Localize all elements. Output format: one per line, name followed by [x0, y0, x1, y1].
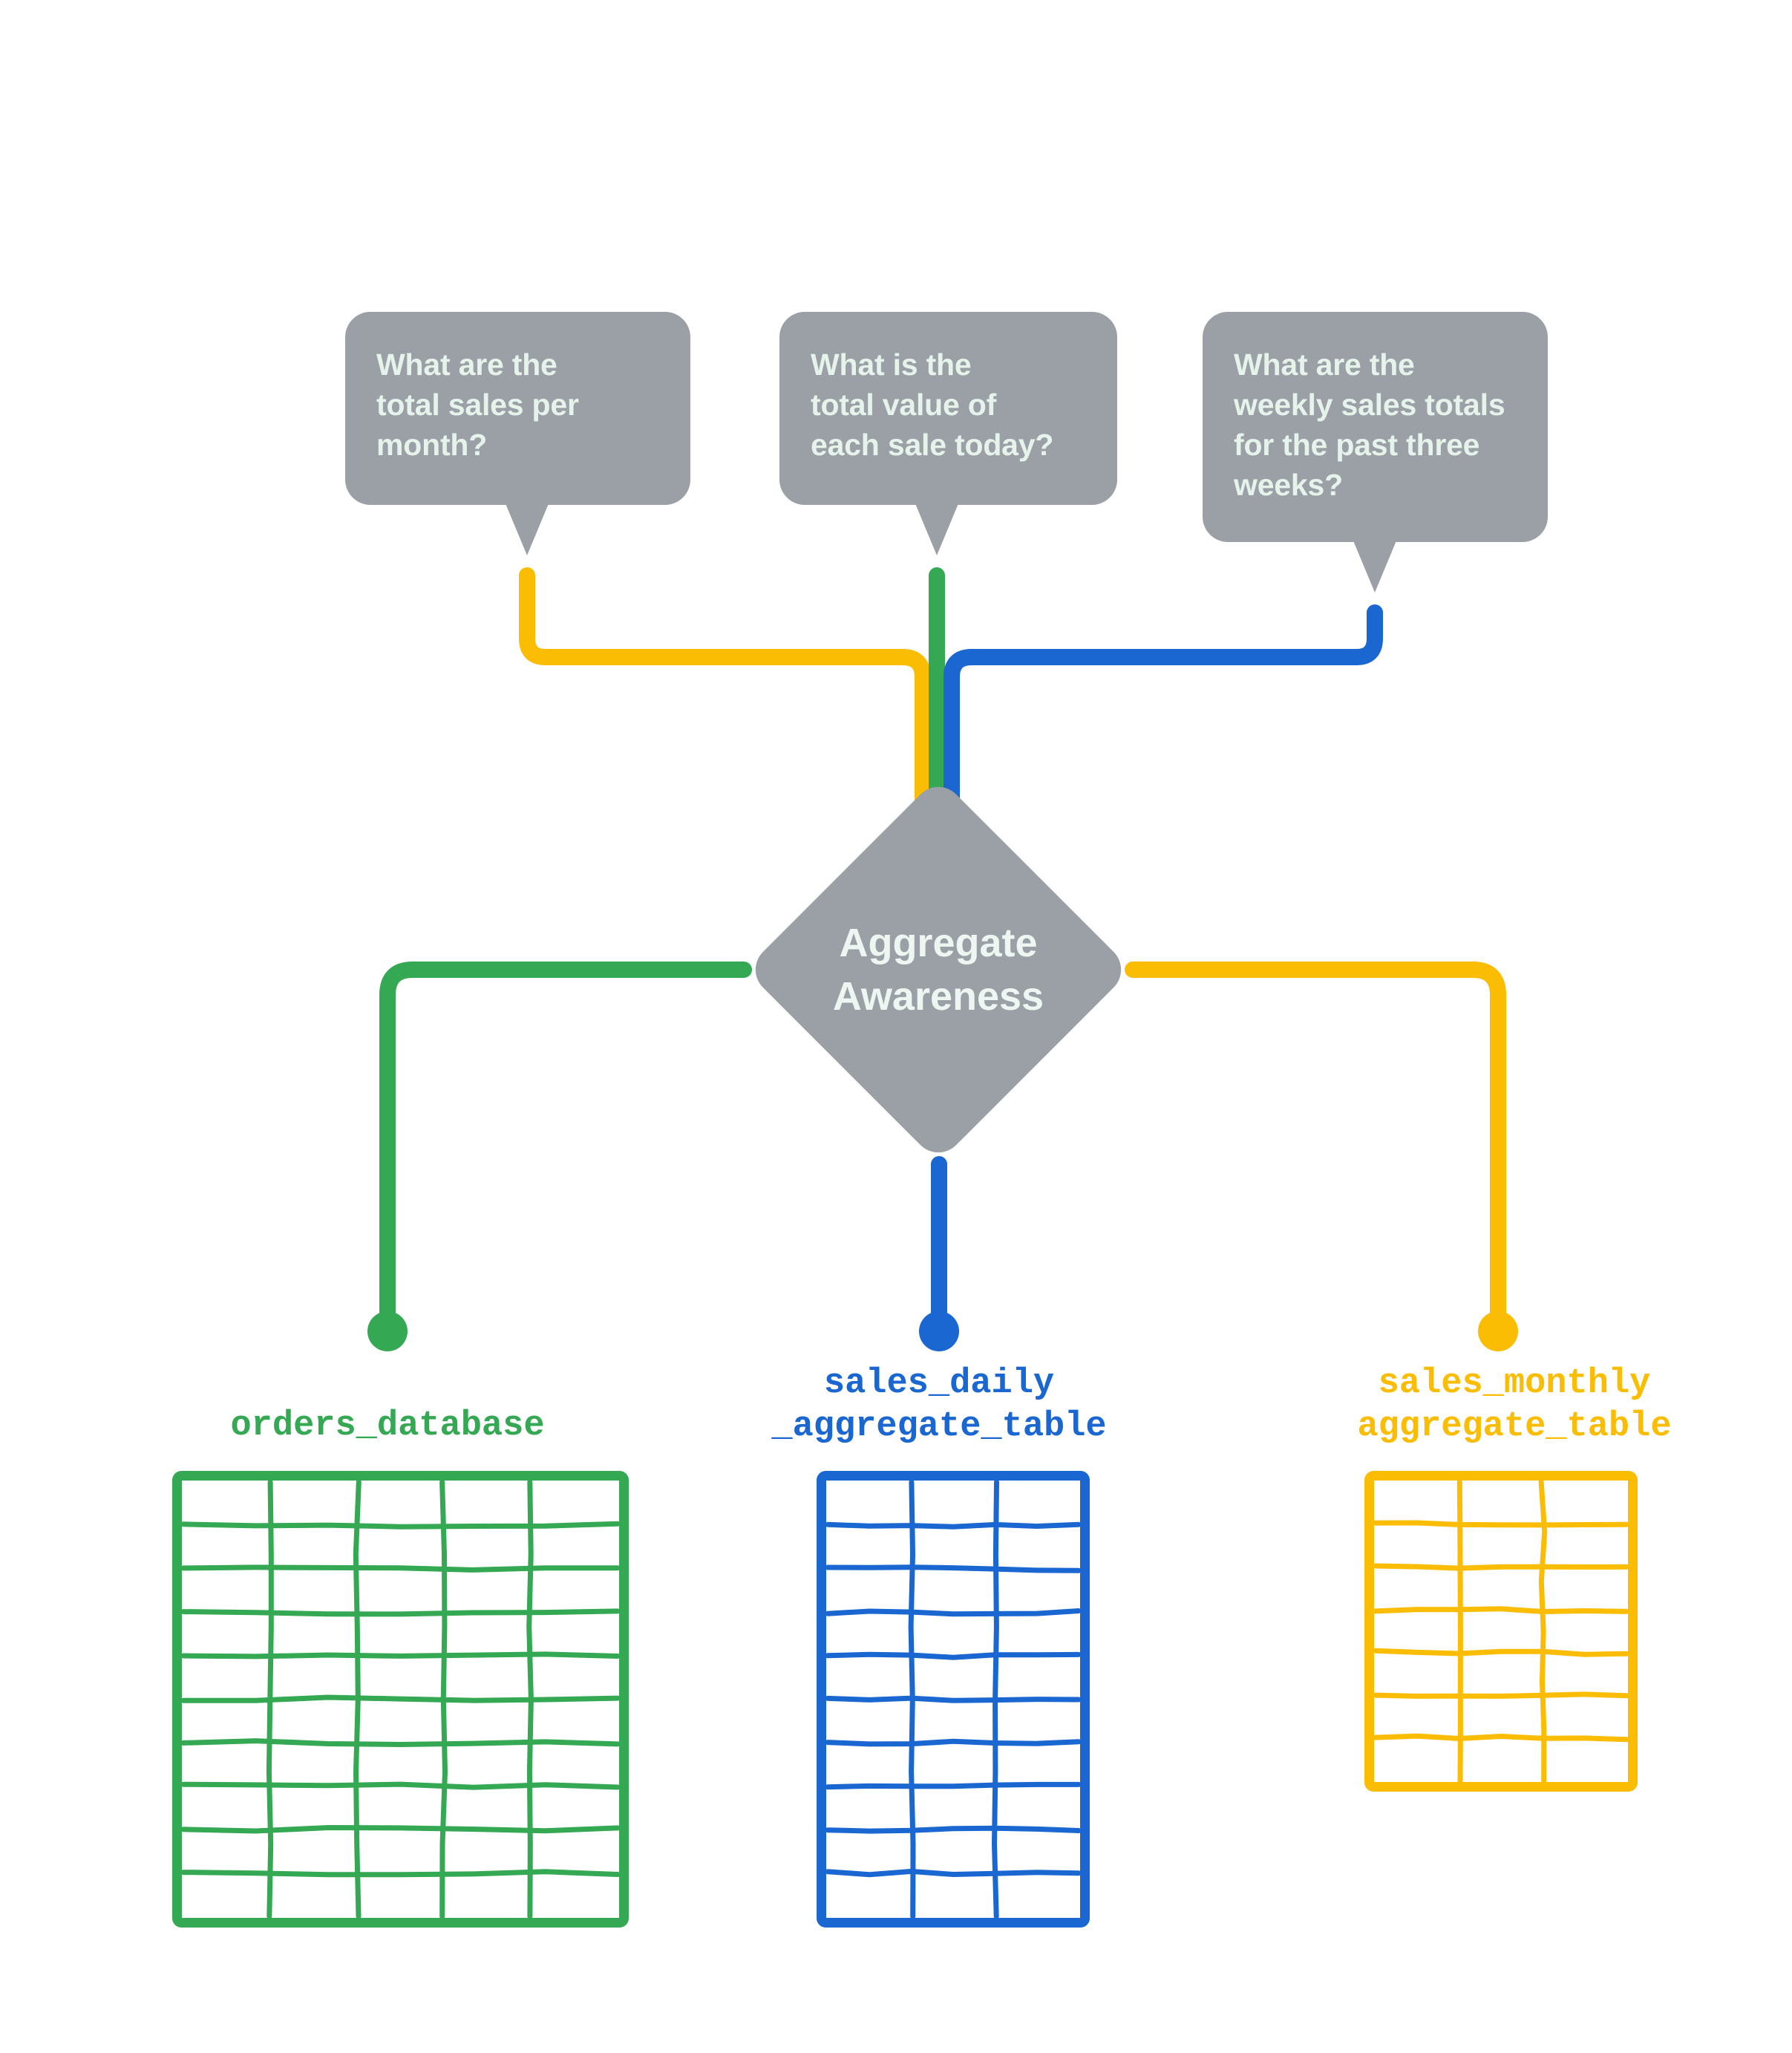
connector-yellow-source [1125, 962, 1506, 1324]
table-row-line [1373, 1606, 1629, 1615]
table-border [172, 1471, 629, 1928]
question-bubble-weekly-text: What are the weekly sales totals for the… [1234, 347, 1505, 502]
orders-database-table[interactable] [172, 1471, 629, 1928]
table-row-line [1373, 1520, 1629, 1528]
table-row-line [180, 1521, 621, 1530]
table-row-line [825, 1868, 1082, 1878]
question-bubble-monthly[interactable]: What are the total sales per month? [345, 312, 690, 505]
table-row-line [180, 1608, 621, 1617]
orders-database-label: orders_database [230, 1406, 545, 1446]
table-row-line [1373, 1648, 1629, 1657]
table-row-line [180, 1869, 621, 1878]
question-bubble-daily-text: What is the total value of each sale tod… [811, 347, 1054, 462]
table-row-line [180, 1564, 621, 1573]
table-row-line [825, 1564, 1082, 1573]
table-row-line [1373, 1563, 1629, 1571]
endpoint-dot-blue [919, 1311, 959, 1351]
table-row-line [180, 1651, 621, 1659]
table-row-line [1373, 1733, 1629, 1743]
question-bubble-daily[interactable]: What is the total value of each sale tod… [779, 312, 1117, 505]
table-row-line [825, 1825, 1082, 1834]
sales-daily-aggregate-table-label: sales_daily _aggregate_table [771, 1364, 1107, 1446]
aggregate-awareness-node[interactable]: Aggregate Awareness [744, 775, 1133, 1164]
table-row-line [825, 1738, 1082, 1747]
table-column-line [1456, 1479, 1463, 1783]
table-column-line [991, 1479, 999, 1919]
question-bubble-weekly-tail [1353, 539, 1397, 593]
endpoint-dot-yellow [1478, 1311, 1518, 1351]
table-row-line [1373, 1691, 1629, 1699]
question-bubble-weekly[interactable]: What are the weekly sales totals for the… [1203, 312, 1548, 542]
question-bubble-monthly-text: What are the total sales per month? [376, 347, 579, 462]
sales-monthly-aggregate-table-label: sales_monthly aggregate_table [1357, 1364, 1672, 1446]
sales-monthly-aggregate-table[interactable] [1364, 1471, 1638, 1792]
table-border [817, 1471, 1090, 1928]
table-row-line [180, 1694, 621, 1703]
question-bubble-daily-tail [915, 502, 959, 555]
table-column-line [526, 1479, 534, 1919]
table-row-line [825, 1608, 1082, 1617]
table-row-line [825, 1781, 1082, 1790]
question-bubble-monthly-tail [505, 502, 549, 555]
table-column-line [353, 1479, 362, 1919]
table-column-line [439, 1479, 448, 1919]
table-row-line [825, 1651, 1082, 1660]
table-row-line [825, 1521, 1082, 1530]
table-column-line [908, 1479, 916, 1919]
endpoint-dot-green [367, 1311, 408, 1351]
table-row-line [180, 1781, 621, 1790]
connector-green-source [379, 962, 752, 1324]
table-column-line [1538, 1479, 1548, 1783]
table-column-line [266, 1479, 274, 1919]
table-row-line [180, 1738, 621, 1748]
aggregate-awareness-label: Aggregate Awareness [832, 921, 1044, 1019]
sales-daily-aggregate-table[interactable] [817, 1471, 1090, 1928]
table-row-line [825, 1695, 1082, 1703]
table-border [1364, 1471, 1638, 1792]
table-row-line [180, 1824, 621, 1834]
